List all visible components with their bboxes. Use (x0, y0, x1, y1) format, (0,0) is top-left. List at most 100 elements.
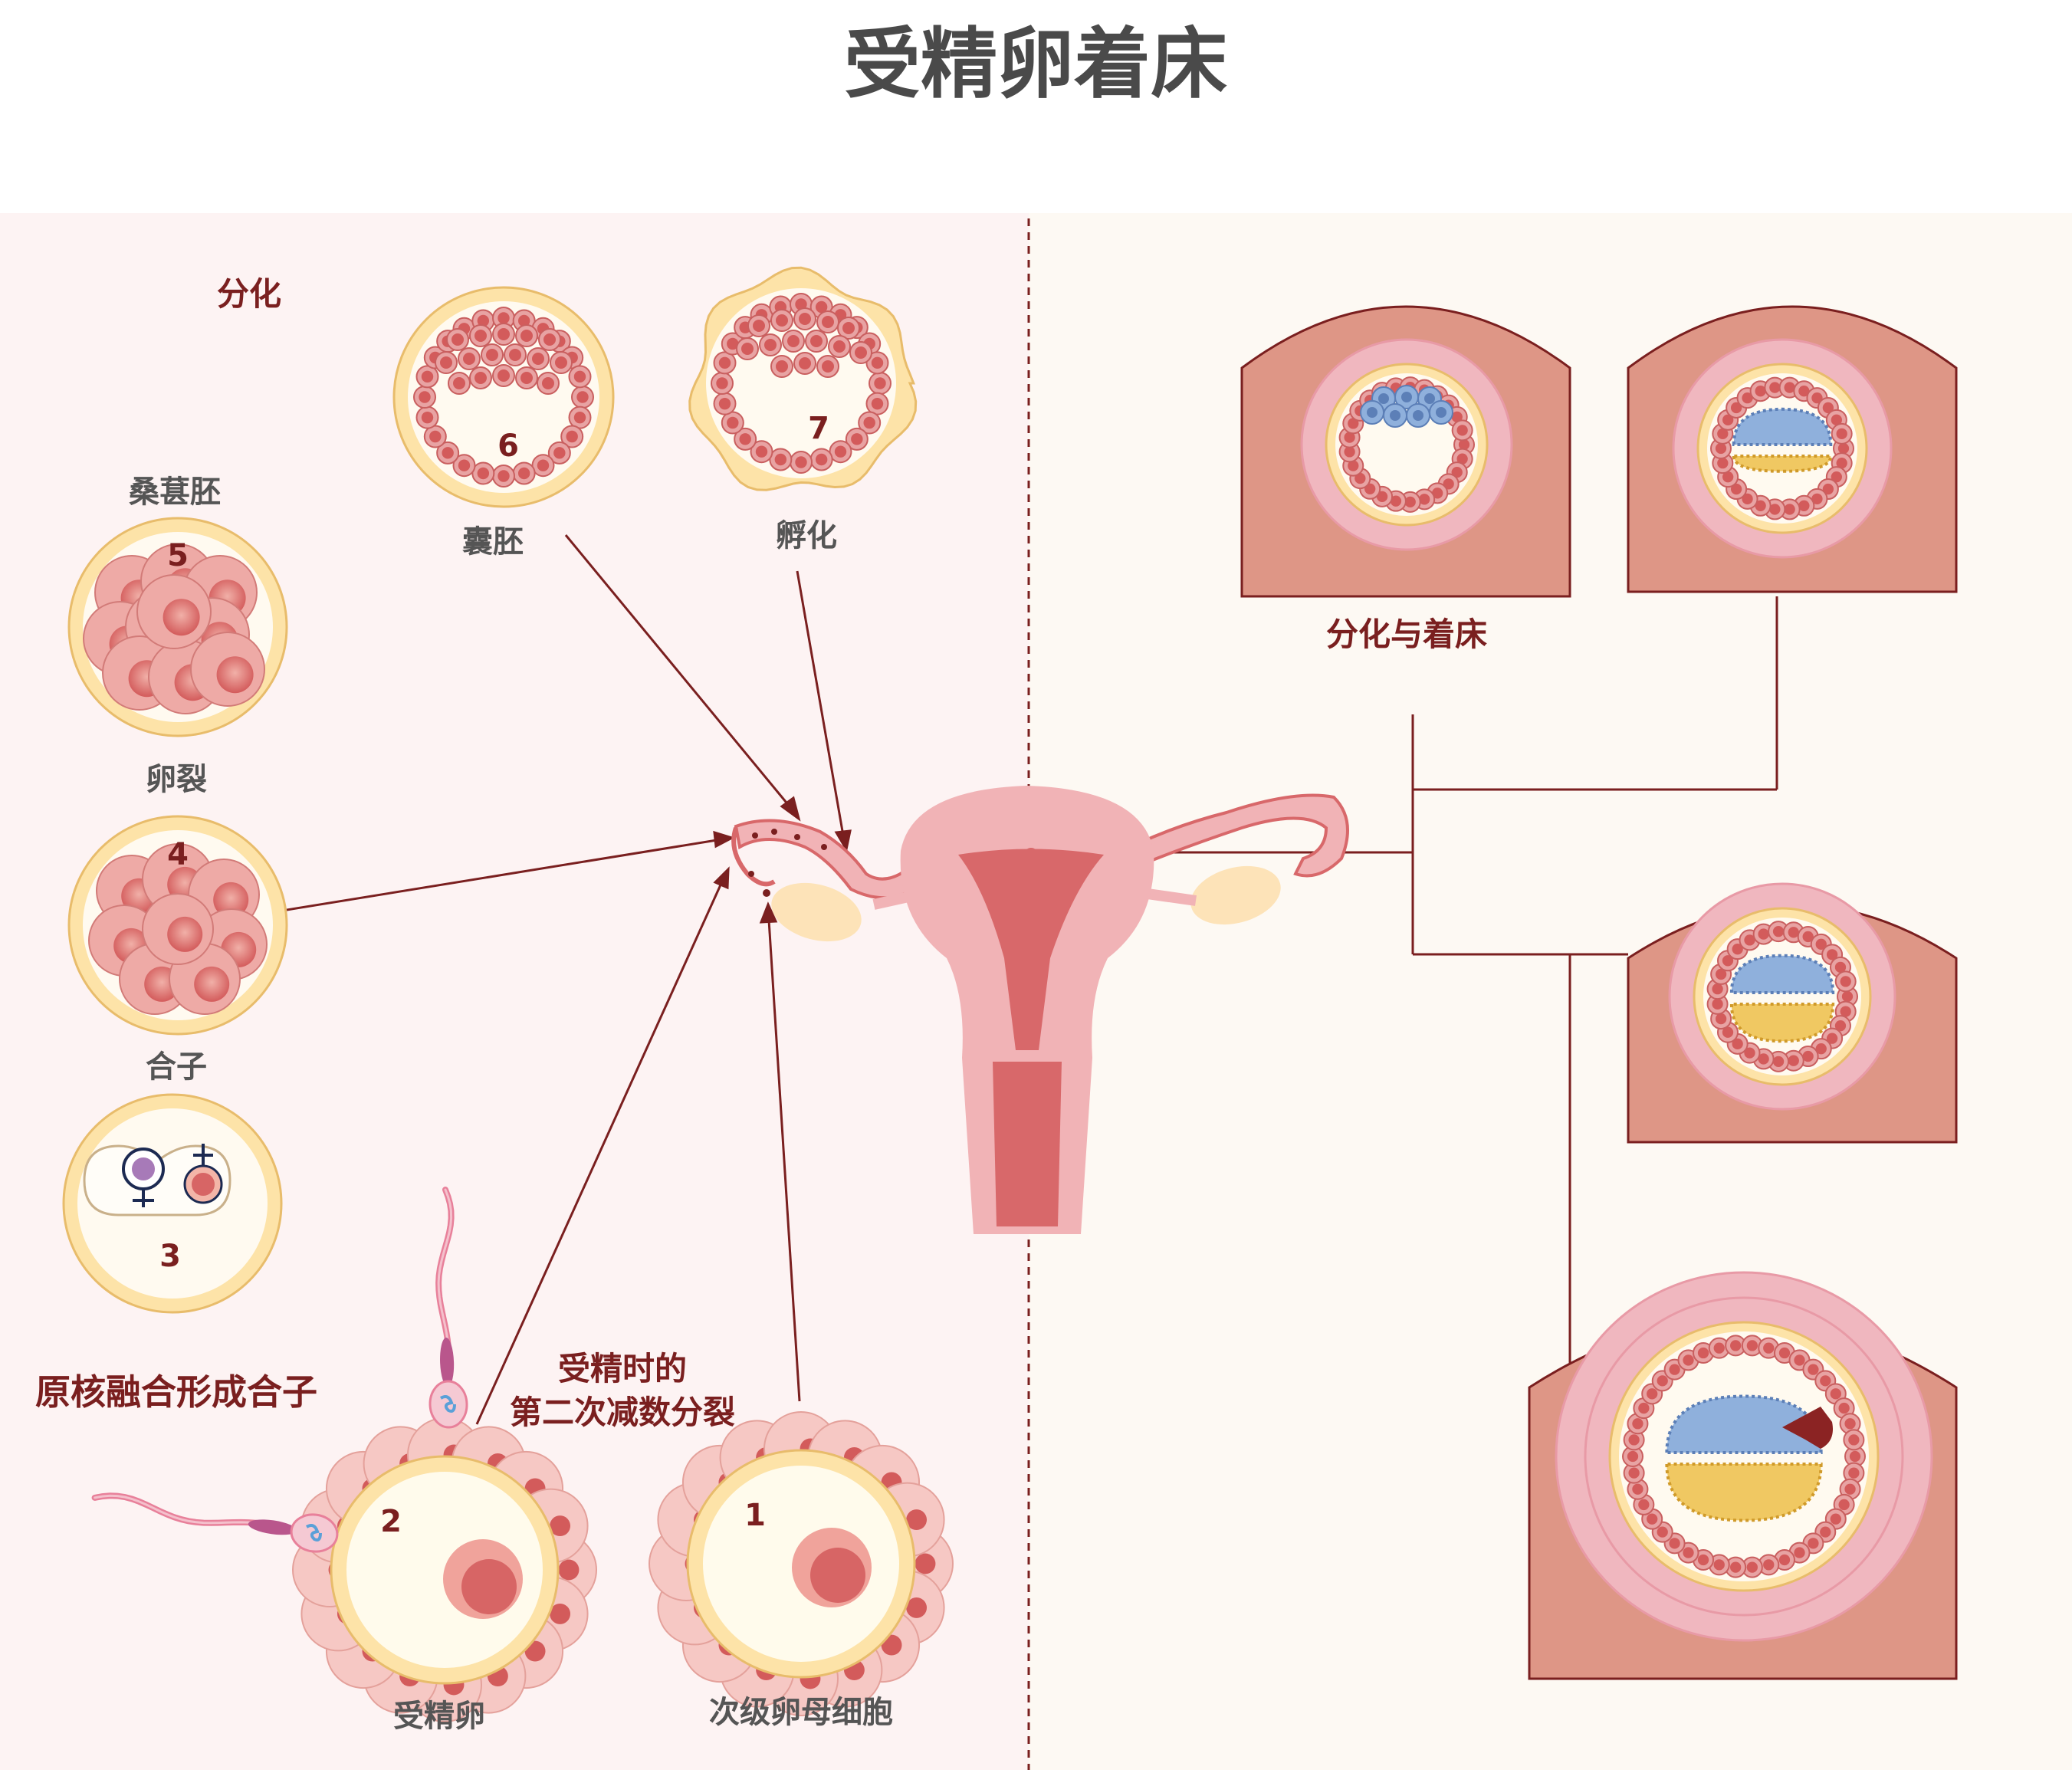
inner-cell-nucleus (543, 333, 556, 346)
cell-nucleus (1840, 1006, 1851, 1017)
inner-cell-nucleus (440, 356, 452, 369)
stage-number-3: 3 (159, 1239, 181, 1274)
cell-nucleus (537, 459, 550, 471)
cell-nucleus (1769, 504, 1781, 515)
cell-nucleus (1638, 1499, 1650, 1511)
secondary-oocyte-stage-1 (649, 1411, 954, 1716)
cell-nucleus (815, 300, 828, 314)
inner-cell-nucleus (753, 320, 765, 332)
inner-cell-nucleus (497, 328, 510, 340)
cell-nucleus (834, 445, 847, 458)
cell-nucleus (573, 411, 586, 424)
stage-number-5: 5 (167, 538, 189, 573)
cell-nucleus (1348, 418, 1359, 429)
inner-cell-nucleus (822, 360, 834, 373)
cell-nucleus (553, 447, 566, 459)
cell-nucleus (1802, 1050, 1814, 1062)
cell-nucleus (1826, 949, 1838, 960)
nucleolus (810, 1548, 865, 1603)
cell-nucleus (718, 356, 731, 369)
cell-nucleus (1778, 1347, 1791, 1359)
cell-nucleus (863, 416, 875, 429)
inner-cell-nucleus (463, 353, 475, 365)
cell-nucleus (1848, 1434, 1860, 1446)
implantation-panel-1 (1240, 305, 1571, 598)
cell-nucleus (1713, 1342, 1725, 1354)
implantation-panel-2 (1627, 305, 1958, 593)
cell-nucleus (1730, 402, 1742, 414)
blastomere-nucleus (216, 656, 254, 694)
cell-nucleus (1348, 460, 1359, 471)
inner-cell-nucleus (776, 314, 788, 327)
cell-nucleus (815, 453, 828, 466)
cell-nucleus (1772, 925, 1785, 937)
inner-cell-nucleus (764, 339, 777, 351)
cell-nucleus (1763, 1559, 1775, 1571)
corona-nucleus (550, 1515, 571, 1537)
cell-nucleus (1794, 1547, 1805, 1558)
cell-nucleus (774, 453, 787, 466)
right-ovary (1190, 865, 1281, 925)
inner-cell-nucleus (776, 360, 788, 373)
cell-nucleus (1822, 402, 1834, 414)
corona-nucleus (915, 1553, 936, 1574)
label-differentiation: 分化 (217, 275, 281, 313)
sperm-midpiece (440, 1338, 455, 1387)
cell-nucleus (1669, 1364, 1680, 1375)
inner-cell-nucleus (741, 343, 754, 355)
cell-nucleus (1683, 1547, 1694, 1558)
inner-cell-nucleus (452, 333, 464, 346)
cell-nucleus (1627, 1450, 1639, 1463)
epiblast (1729, 954, 1835, 994)
cell-nucleus (1836, 457, 1847, 469)
cell-nucleus (1390, 495, 1402, 507)
cell-nucleus (851, 433, 863, 445)
inner-cell-nucleus (509, 349, 521, 361)
stage-number-7: 7 (808, 411, 829, 446)
stage-number-6: 6 (497, 428, 519, 464)
inner-cell-nucleus (1367, 407, 1378, 418)
inner-cell-nucleus (833, 340, 846, 353)
cell-nucleus (419, 391, 431, 403)
cell-nucleus (1715, 442, 1727, 455)
cell-nucleus (1844, 1483, 1856, 1495)
cell-nucleus (1632, 1418, 1643, 1430)
inner-cell-nucleus (453, 377, 465, 389)
cell-nucleus (566, 430, 578, 443)
cell-nucleus (1763, 1342, 1775, 1354)
corona-nucleus (550, 1603, 571, 1624)
blastocoel (1619, 1331, 1869, 1581)
cell-nucleus (795, 298, 807, 310)
cell-nucleus (1344, 432, 1355, 443)
process-arrows (281, 534, 852, 1425)
hypoblast (1729, 1003, 1835, 1043)
cell-nucleus (1404, 496, 1416, 508)
inner-cell-nucleus (1401, 392, 1412, 402)
inner-cell-nucleus (810, 335, 823, 347)
label-pronuclei-fusion: 原核融合形成合子 (35, 1371, 317, 1413)
cell-nucleus (795, 456, 807, 468)
uterine-cavity (958, 849, 1104, 1050)
inner-cell-nucleus (1390, 410, 1400, 421)
blastomere-nucleus (163, 599, 200, 636)
cell-nucleus (1742, 493, 1753, 504)
cell-nucleus (1697, 1347, 1709, 1359)
cell-nucleus (1798, 500, 1810, 511)
sperm (429, 1187, 468, 1429)
uterus-illustration (731, 786, 1349, 1234)
blastocyst-stage-6 (392, 286, 615, 508)
cell-nucleus (1844, 1418, 1856, 1430)
cell-nucleus (1647, 1388, 1658, 1400)
label-implantation: 分化与着床 (1326, 616, 1487, 653)
cell-nucleus (1822, 483, 1834, 495)
cell-nucleus (1744, 934, 1755, 946)
cell-nucleus (1808, 1538, 1819, 1549)
cell-nucleus (1834, 1019, 1847, 1032)
cell-nucleus (1798, 386, 1810, 397)
cell-nucleus (1831, 471, 1842, 483)
inner-cell-nucleus (855, 346, 867, 359)
cell-nucleus (1456, 453, 1468, 465)
cell-nucleus (1712, 998, 1723, 1010)
cell-nucleus (1628, 1434, 1640, 1446)
